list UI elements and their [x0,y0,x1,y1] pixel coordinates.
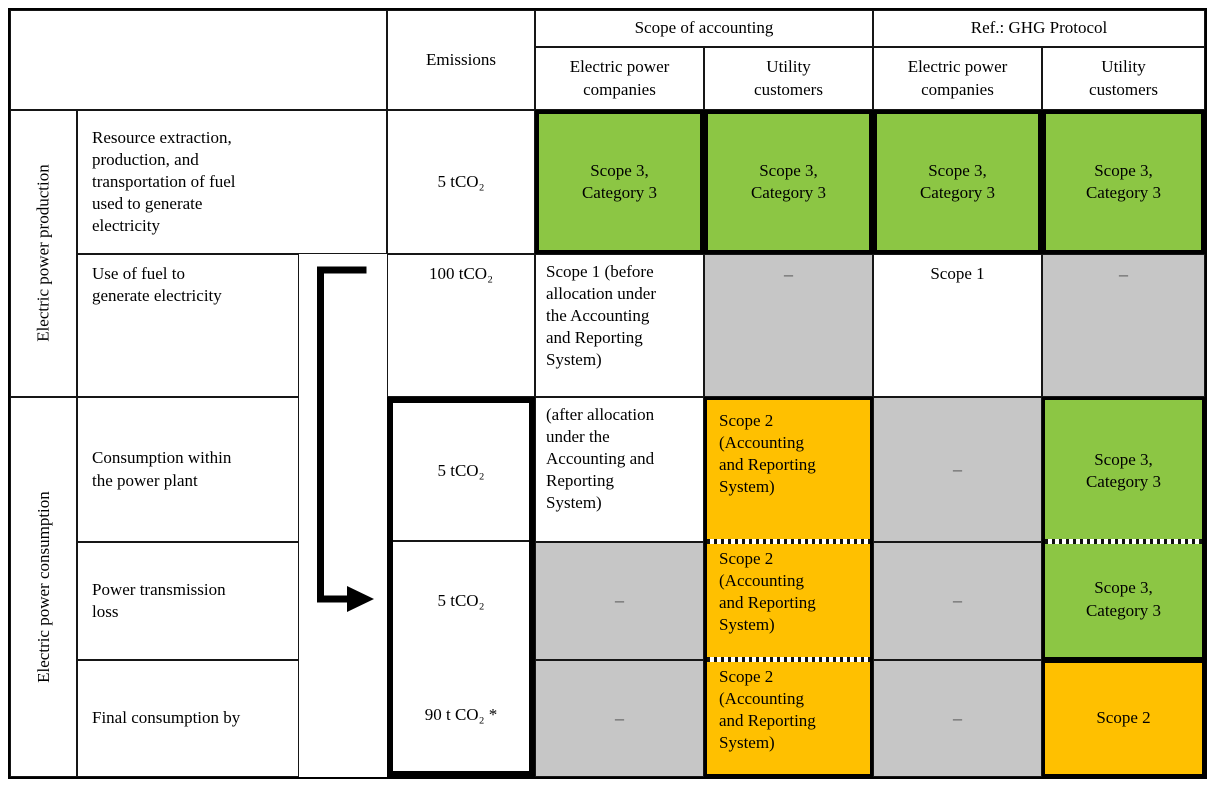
flow-arrow-corridor [299,254,387,777]
emissions-resource-extraction: 5 tCO₂ [387,110,535,254]
cell-ghg-electric-r3: – [873,397,1042,542]
cell-ghg-electric-r4: – [873,542,1042,660]
cell-ghg-electric-r2: Scope 1 [873,254,1042,397]
dotted-divider-scope-utility-r4-r5 [707,657,870,662]
header-scope-of-accounting: Scope of accounting [535,10,873,47]
header-ghg-protocol: Ref.: GHG Protocol [873,10,1205,47]
cell-scope-utility-r1: Scope 3, Category 3 [704,110,873,254]
rowgroup-production-label: Electric power production [33,164,53,343]
cell-scope-electric-r3: (after allocation under the Accounting a… [535,397,704,542]
row-desc-consumption-within-plant: Consumption within the power plant [77,397,299,542]
cell-scope-utility-r4: Scope 2 (Accounting and Reporting System… [704,542,873,660]
row-desc-final-consumption: Final consumption by [77,660,299,777]
cell-ghg-electric-r5: – [873,660,1042,777]
cell-scope-utility-r5: Scope 2 (Accounting and Reporting System… [704,660,873,777]
row-desc-use-of-fuel: Use of fuel to generate electricity [77,254,299,397]
cell-scope-utility-r3: Scope 2 (Accounting and Reporting System… [704,397,873,542]
header-empty-cell [10,10,387,110]
emissions-use-of-fuel: 100 tCO₂ [387,254,535,397]
dotted-divider-ghg-utility-r3-r4 [1045,539,1202,544]
ghg-scope-table: Emissions Scope of accounting Ref.: GHG … [8,8,1207,779]
cell-scope-utility-r2: – [704,254,873,397]
cell-scope-electric-r5: – [535,660,704,777]
subheader-ghg-utility-customers: Utility customers [1042,47,1205,110]
cell-ghg-utility-r3: Scope 3, Category 3 [1042,397,1205,542]
cell-ghg-utility-r4: Scope 3, Category 3 [1042,542,1205,660]
cell-scope-electric-r1: Scope 3, Category 3 [535,110,704,254]
subheader-scope-electric-power-companies: Electric power companies [535,47,704,110]
header-emissions: Emissions [387,10,535,110]
rowgroup-electric-power-production: Electric power production [10,110,77,397]
rowgroup-electric-power-consumption: Electric power consumption [10,397,77,777]
rowgroup-consumption-label: Electric power consumption [33,491,53,683]
emissions-final-consumption: 90 t CO₂ * [424,705,498,725]
row-desc-resource-extraction: Resource extraction, production, and tra… [77,110,387,254]
emissions-thick-box: 5 tCO₂ 5 tCO₂ 90 t CO₂ * [387,397,535,777]
cell-ghg-electric-r1: Scope 3, Category 3 [873,110,1042,254]
emissions-consumption-within-plant: 5 tCO₂ [393,403,529,542]
emissions-power-transmission-loss: 5 tCO₂ [437,590,485,610]
cell-scope-electric-r4: – [535,542,704,660]
flow-arrow [317,266,374,612]
dotted-divider-scope-utility-r3-r4 [707,539,870,544]
cell-ghg-utility-r5: Scope 2 [1042,660,1205,777]
cell-ghg-utility-r2: – [1042,254,1205,397]
cell-scope-electric-r2: Scope 1 (before allocation under the Acc… [535,254,704,397]
cell-ghg-utility-r1: Scope 3, Category 3 [1042,110,1205,254]
subheader-ghg-electric-power-companies: Electric power companies [873,47,1042,110]
subheader-scope-utility-customers: Utility customers [704,47,873,110]
row-desc-power-transmission-loss: Power transmission loss [77,542,299,660]
